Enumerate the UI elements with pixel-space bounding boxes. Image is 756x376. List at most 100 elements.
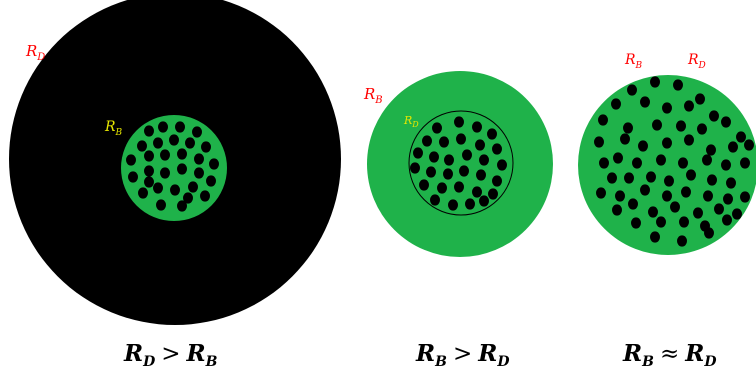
particle-dot — [128, 171, 138, 183]
particle-dot — [448, 199, 458, 211]
particle-dot — [487, 128, 497, 140]
green-outer-disk — [367, 71, 553, 257]
particle-dot — [703, 190, 713, 202]
particle-dot — [632, 157, 642, 169]
particle-dot — [652, 119, 662, 131]
particle-cluster — [594, 76, 754, 247]
particle-dot — [670, 201, 680, 213]
particle-dot — [476, 169, 486, 181]
particle-dot — [607, 172, 617, 184]
particle-dot — [175, 121, 185, 133]
particle-dot — [624, 172, 634, 184]
particle-dot — [192, 126, 202, 138]
particle-dot — [160, 167, 170, 179]
particle-dot — [459, 165, 469, 177]
particle-dot — [697, 123, 707, 135]
particle-dot — [200, 190, 210, 202]
particle-dot — [188, 181, 198, 193]
caption-rb-approx-rd: RB≈RD — [622, 340, 717, 370]
particle-dot — [662, 190, 672, 202]
particle-dot — [177, 200, 187, 212]
particle-dot — [137, 140, 147, 152]
particle-dot — [599, 157, 609, 169]
particle-dot — [726, 177, 736, 189]
particle-dot — [640, 96, 650, 108]
particle-dot — [623, 122, 633, 134]
particle-dot — [707, 174, 717, 186]
rb-label: RB — [624, 52, 643, 71]
particle-dot — [656, 216, 666, 228]
particle-dot — [439, 136, 449, 148]
particle-dot — [723, 193, 733, 205]
particle-dot — [454, 116, 464, 128]
particle-dot — [648, 206, 658, 218]
particle-dot — [646, 171, 656, 183]
particle-dot — [728, 141, 738, 153]
particle-dot — [156, 199, 166, 211]
particle-dot — [638, 140, 648, 152]
particle-dot — [677, 235, 687, 247]
particle-dot — [744, 139, 754, 151]
panel-rb-approx-rd: RB RD RB≈RD — [578, 52, 756, 370]
particle-dot — [695, 93, 705, 105]
particle-dot — [650, 231, 660, 243]
particle-dot — [673, 79, 683, 91]
particle-dot — [678, 157, 688, 169]
particle-dot — [465, 198, 475, 210]
particle-dot — [596, 187, 606, 199]
particle-dot — [662, 102, 672, 114]
particle-dot — [664, 175, 674, 187]
particle-dot — [615, 190, 625, 202]
particle-dot — [475, 139, 485, 151]
particle-dot — [722, 214, 732, 226]
particle-dot — [144, 150, 154, 162]
particle-dot — [432, 122, 442, 134]
particle-dot — [709, 110, 719, 122]
particle-cluster — [126, 121, 219, 212]
particle-dot — [620, 133, 630, 145]
particle-dot — [209, 158, 219, 170]
particle-dot — [456, 133, 466, 145]
particle-dot — [429, 151, 439, 163]
particle-dot — [422, 135, 432, 147]
particle-dot — [443, 168, 453, 180]
particle-dot — [627, 84, 637, 96]
particle-dot — [693, 207, 703, 219]
particle-dot — [185, 137, 195, 149]
particle-dot — [684, 100, 694, 112]
particle-dot — [740, 157, 750, 169]
particle-dot — [598, 114, 608, 126]
particle-dot — [611, 98, 621, 110]
particle-dot — [681, 186, 691, 198]
particle-dot — [169, 134, 179, 146]
particle-dot — [628, 198, 638, 210]
inner-radius-label: RB — [104, 119, 123, 138]
particle-dot — [679, 216, 689, 228]
particle-dot — [430, 194, 440, 206]
particle-dot — [612, 204, 622, 216]
particle-dot — [736, 131, 746, 143]
panel-rb-greater-rd: RB RD RB>RD — [363, 71, 553, 370]
particle-dot — [492, 143, 502, 155]
particle-dot — [462, 149, 472, 161]
particle-dot — [479, 154, 489, 166]
particle-dot — [138, 187, 148, 199]
particle-dot — [676, 120, 686, 132]
particle-dot — [686, 169, 696, 181]
particle-dot — [194, 153, 204, 165]
particle-dot — [472, 121, 482, 133]
particle-dot — [732, 208, 742, 220]
particle-dot — [650, 76, 660, 88]
particle-dot — [153, 137, 163, 149]
particle-dot — [702, 154, 712, 166]
particle-dot — [684, 134, 694, 146]
rd-label: RD — [687, 52, 706, 71]
particle-dot — [656, 154, 666, 166]
caption-rb-greater-rd: RB>RD — [415, 340, 510, 370]
outer-radius-label: RD — [25, 42, 45, 63]
particle-dot — [704, 227, 714, 239]
particle-dot — [721, 159, 731, 171]
particle-dot — [640, 184, 650, 196]
particle-dot — [454, 181, 464, 193]
